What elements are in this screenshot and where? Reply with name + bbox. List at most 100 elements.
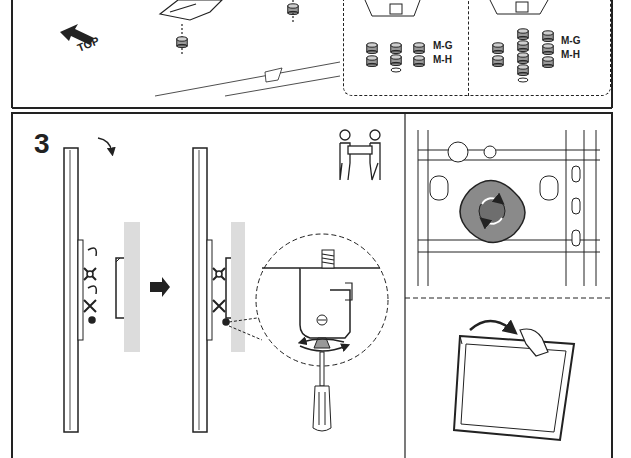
spacer-parts: [367, 56, 378, 67]
knob-detail: [572, 198, 580, 214]
bracket-part: [265, 68, 282, 82]
knob-detail: [484, 218, 502, 224]
knob-detail: [540, 176, 558, 200]
detail-magnifier: [300, 268, 350, 338]
tv-profile: [88, 286, 96, 294]
tv-profile-mounted: [213, 268, 225, 280]
knob-detail: [418, 160, 600, 161]
spacer-parts: [367, 43, 378, 54]
spacer-parts: [414, 43, 425, 54]
tv-profile: [64, 138, 112, 432]
two-person-icon: [340, 130, 350, 140]
spacer-parts: [518, 78, 528, 82]
spacer-parts: [391, 43, 402, 54]
detail-magnifier: [262, 267, 380, 269]
knob-detail: [484, 146, 496, 158]
knob-detail: [596, 130, 597, 286]
tv-profile: [84, 268, 96, 280]
panel-frame: [12, 113, 612, 458]
tv-profile: [98, 138, 112, 152]
tv-profile-mounted: [193, 148, 229, 432]
knob-detail: [418, 252, 600, 253]
spacer-parts: [518, 29, 529, 40]
screwdriver: [313, 352, 331, 431]
spacer-parts: [414, 56, 425, 67]
tv-profile-mounted: [216, 271, 222, 277]
knob-detail: [572, 230, 580, 246]
detail-magnifier: [256, 234, 388, 366]
knob-detail: [418, 130, 419, 286]
knob-detail: [418, 130, 600, 286]
tv-profile: [87, 271, 93, 277]
spacer-parts: [518, 65, 529, 76]
tv-profile-mounted: [199, 150, 200, 430]
bracket-part: [155, 62, 340, 96]
part-code: M-G: [561, 35, 580, 47]
wall-plate: [116, 258, 124, 318]
part-code: M-G: [433, 40, 452, 52]
spacer-parts: [543, 31, 554, 42]
bracket-part: [288, 4, 299, 15]
detail-magnifier: [317, 315, 327, 325]
detail-magnifier: [322, 254, 334, 264]
panel-frame: [12, 107, 612, 109]
knob-detail: [418, 150, 600, 151]
spacer-parts: [391, 55, 402, 66]
spacer-parts: [543, 44, 554, 55]
spacer-parts: [391, 68, 401, 72]
tilt-detail: [470, 321, 512, 330]
tv-profile-mounted: [193, 148, 207, 432]
wall-plate: [116, 222, 140, 352]
panel-frame: [405, 298, 612, 299]
screwdriver: [320, 352, 324, 386]
knob-detail: [482, 198, 500, 204]
panel-frame: [404, 113, 405, 458]
knob-detail: [566, 130, 567, 286]
bracket-part: [155, 0, 340, 96]
wall-plate: [116, 258, 120, 262]
tv-profile-mounted: [223, 319, 229, 325]
detail-magnifier: [300, 346, 346, 351]
tilt-detail: [520, 329, 548, 356]
screwdriver: [325, 392, 326, 425]
detail-magnifier: [318, 320, 326, 321]
tv-profile: [89, 317, 95, 323]
part-code: M-H: [561, 49, 580, 61]
tilt-detail: [454, 336, 574, 440]
spacer-parts: [516, 2, 528, 12]
knob-detail: [460, 180, 525, 242]
tv-profile: [64, 148, 78, 432]
knob-detail: [584, 130, 585, 286]
knob-detail: [572, 166, 580, 182]
tv-profile: [88, 248, 96, 256]
wall-plate: [124, 222, 140, 352]
detail-magnifier: [229, 326, 262, 340]
spacer-parts: [365, 0, 420, 16]
spacer-parts: [543, 57, 554, 68]
spacer-parts: [493, 43, 504, 54]
panel-frame: [12, 0, 612, 458]
two-person-icon: [340, 130, 380, 180]
tv-profile: [78, 240, 83, 340]
tilt-detail: [460, 336, 462, 344]
wall-plate-mounted: [226, 258, 231, 318]
detail-magnifier: [302, 339, 344, 342]
screwdriver: [313, 386, 331, 431]
panel-frame: [611, 0, 613, 108]
spacer-parts: [518, 41, 529, 52]
two-person-icon: [370, 130, 380, 140]
tv-profile: [84, 300, 96, 312]
tv-profile: [70, 150, 71, 430]
bracket-part: [177, 37, 188, 48]
hardware-callout-box: M-G M-H: [468, 0, 611, 96]
spacer-parts: [390, 4, 402, 14]
wall-plate-mounted: [226, 222, 245, 352]
screwdriver: [319, 392, 320, 425]
knob-detail: [428, 130, 429, 286]
knob-detail: [448, 142, 468, 162]
detail-magnifier: [322, 250, 334, 268]
part-code: M-H: [433, 54, 452, 66]
spacer-parts: [490, 0, 548, 14]
tilt-detail: [461, 344, 566, 432]
